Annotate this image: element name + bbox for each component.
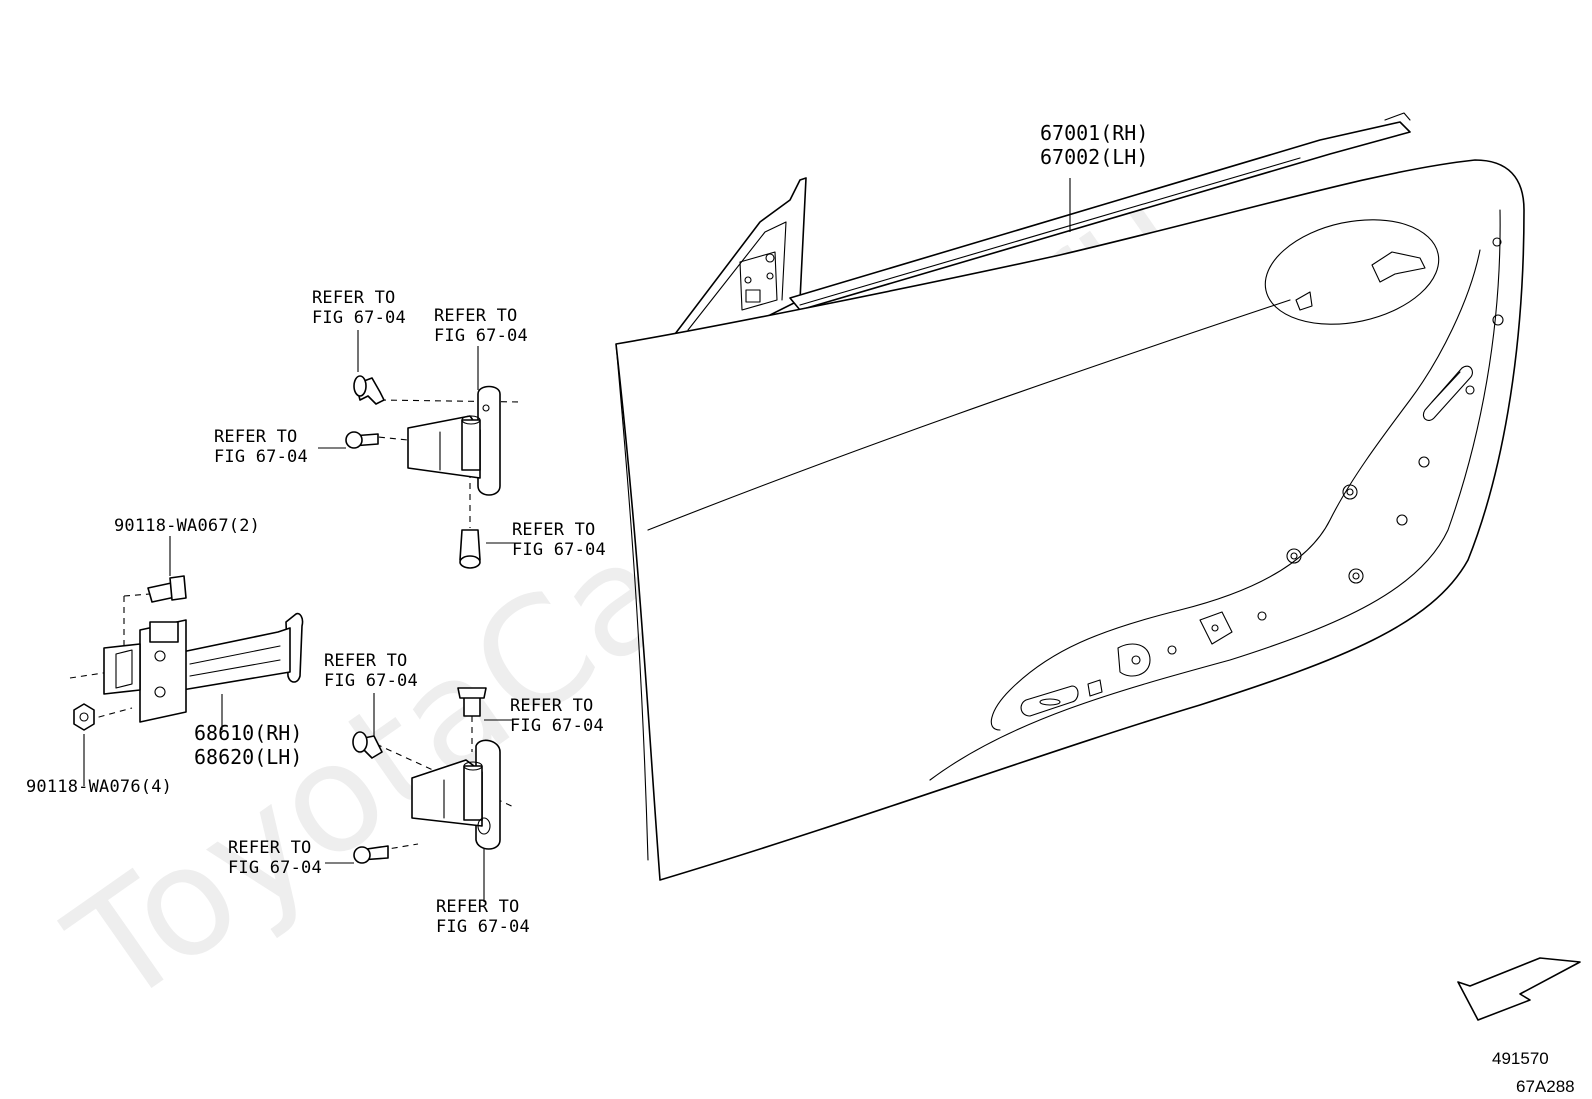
refer-callout-upper-screw: REFER TO FIG 67-04 (214, 427, 308, 467)
label-door-rh: 67001(RH) (1040, 121, 1148, 145)
svg-text:REFER TO: REFER TO (228, 838, 311, 858)
svg-text:REFER TO: REFER TO (510, 696, 593, 716)
refer-callout-lower-screw: REFER TO FIG 67-04 (228, 838, 322, 878)
svg-text:REFER TO: REFER TO (312, 288, 395, 308)
svg-text:FIG 67-04: FIG 67-04 (436, 917, 530, 937)
refer-callout-lower-bolt: REFER TO FIG 67-04 (324, 651, 418, 691)
illustration-code: 491570 (1492, 1049, 1549, 1068)
svg-text:FIG 67-04: FIG 67-04 (312, 308, 406, 328)
svg-text:FIG 67-04: FIG 67-04 (324, 671, 418, 691)
front-direction-arrow (1457, 957, 1581, 1021)
leader-lines (83, 178, 1071, 902)
refer-callout-lower-pin: REFER TO FIG 67-04 (510, 696, 604, 736)
door-check-assembly (69, 575, 304, 731)
svg-text:FIG 67-04: FIG 67-04 (434, 326, 528, 346)
svg-text:REFER TO: REFER TO (214, 427, 297, 447)
callout-door-part-numbers: 67001(RH) 67002(LH) (1040, 121, 1148, 169)
label-check-rh: 68610(RH) (194, 721, 302, 745)
refer-callout-upper-pin: REFER TO FIG 67-04 (512, 520, 606, 560)
svg-text:REFER TO: REFER TO (436, 897, 519, 917)
label-check-bolt: 90118-WA067(2) (114, 516, 260, 536)
label-check-nut: 90118-WA076(4) (26, 777, 172, 797)
svg-text:REFER TO: REFER TO (434, 306, 517, 326)
refer-callout-upper-bolt: REFER TO FIG 67-04 (312, 288, 406, 328)
svg-text:FIG 67-04: FIG 67-04 (214, 447, 308, 467)
svg-text:REFER TO: REFER TO (512, 520, 595, 540)
label-check-lh: 68620(LH) (194, 745, 302, 769)
label-door-lh: 67002(LH) (1040, 145, 1148, 169)
svg-text:FIG 67-04: FIG 67-04 (512, 540, 606, 560)
svg-text:FIG 67-04: FIG 67-04 (228, 858, 322, 878)
refer-callout-upper-hinge: REFER TO FIG 67-04 (434, 306, 528, 346)
callout-check-part-numbers: 68610(RH) 68620(LH) (194, 721, 302, 769)
figure-code: 67A288 (1516, 1077, 1575, 1096)
front-door-panel (615, 112, 1525, 881)
svg-text:REFER TO: REFER TO (324, 651, 407, 671)
lower-door-hinge (352, 687, 517, 864)
svg-text:FIG 67-04: FIG 67-04 (510, 716, 604, 736)
upper-door-hinge (345, 375, 521, 569)
refer-callout-lower-hinge: REFER TO FIG 67-04 (436, 897, 530, 937)
